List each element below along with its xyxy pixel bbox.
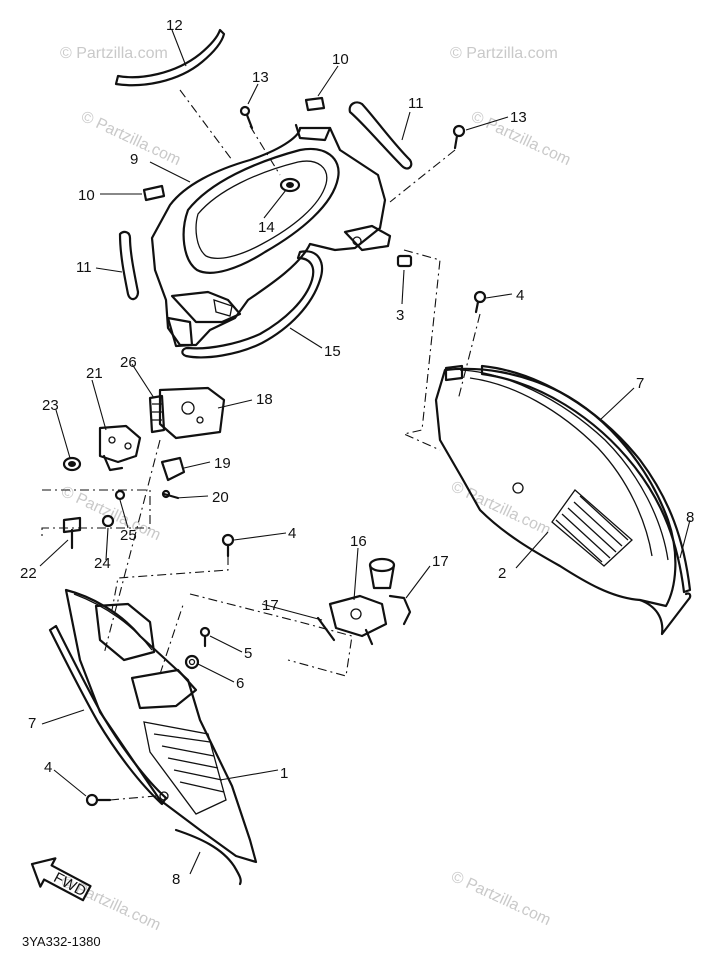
trim-strip-part: [174, 828, 242, 886]
seal-strip-part: [181, 250, 324, 359]
callout: 8: [172, 871, 180, 888]
trim-strip-part: [48, 624, 168, 806]
seal-strip-part: [348, 101, 413, 170]
right-side-panel-part: [434, 364, 677, 608]
callout: 17: [262, 597, 279, 614]
pin-part: [388, 594, 412, 626]
callout: 21: [86, 365, 103, 382]
screw-part: [199, 626, 211, 648]
callout: 10: [332, 51, 349, 68]
callout: 18: [256, 391, 273, 408]
lock-bracket-part: [98, 424, 142, 472]
leader-lines: [39, 29, 691, 875]
callout: 8: [686, 509, 694, 526]
callout: 4: [516, 287, 524, 304]
callout: 6: [236, 675, 244, 692]
callout: 7: [636, 375, 644, 392]
callout: 24: [94, 555, 111, 572]
washer-part: [184, 654, 200, 670]
lock-cylinder-part: [62, 456, 82, 472]
lid-plate-part: [158, 386, 226, 440]
drawing-code: 3YA332-1380: [22, 934, 101, 949]
callout: 13: [252, 69, 269, 86]
nut-part: [396, 254, 413, 268]
callout-labels: 12 13 10 11 13 9 10 14 11 3 15 4 7 26 21…: [20, 17, 694, 888]
callout: 7: [28, 715, 36, 732]
watermark: © Partzilla.com: [60, 45, 168, 62]
screw-part: [473, 290, 487, 314]
screw-part: [452, 124, 466, 150]
fwd-label: FWD: [51, 869, 89, 900]
callout: 11: [76, 259, 92, 276]
screw-part: [239, 105, 254, 130]
callout: 5: [244, 645, 252, 662]
callout: 13: [510, 109, 527, 126]
callout: 19: [214, 455, 231, 472]
callout: 1: [280, 765, 288, 782]
washer-part: [114, 489, 126, 501]
callout: 15: [324, 343, 341, 360]
callout: 3: [396, 307, 404, 324]
bolt-part: [62, 516, 82, 550]
forward-arrow-icon: FWD: [30, 857, 92, 902]
knob-part: [368, 557, 396, 590]
callout: 14: [258, 219, 275, 236]
callout: 23: [42, 397, 59, 414]
callout: 22: [20, 565, 37, 582]
callout: 25: [120, 527, 137, 544]
callout: 11: [408, 95, 424, 112]
callout: 4: [44, 759, 52, 776]
trim-strip-part: [114, 28, 226, 87]
trim-strip-part: [638, 592, 692, 636]
hinge-part: [148, 394, 166, 434]
latch-part: [160, 456, 186, 482]
meter-cover-part: [150, 123, 392, 348]
watermark: © Partzilla.com: [448, 868, 553, 929]
callout: 4: [288, 525, 296, 542]
callout: 2: [498, 565, 506, 582]
callout: 17: [432, 553, 449, 570]
seal-strip-part: [118, 230, 140, 301]
clip-part: [304, 96, 326, 112]
callout: 10: [78, 187, 95, 204]
watermarks: © Partzilla.com © Partzilla.com © Partzi…: [58, 45, 573, 934]
watermark: © Partzilla.com: [448, 478, 553, 539]
screw-part: [221, 533, 235, 558]
left-side-panel-part: [64, 588, 258, 864]
bracket-part: [328, 594, 388, 646]
clip-part: [142, 184, 166, 202]
watermark: © Partzilla.com: [450, 45, 558, 62]
screw-part: [85, 793, 112, 807]
screw-part: [161, 489, 180, 500]
callout: 20: [212, 489, 229, 506]
callout: 9: [130, 151, 138, 168]
callout: 12: [166, 17, 183, 34]
callout: 16: [350, 533, 367, 550]
washer-part: [101, 514, 115, 528]
trim-strip-part: [480, 364, 692, 594]
watermark: © Partzilla.com: [58, 483, 163, 544]
reference-lines: [41, 89, 481, 801]
callout: 26: [120, 354, 137, 371]
